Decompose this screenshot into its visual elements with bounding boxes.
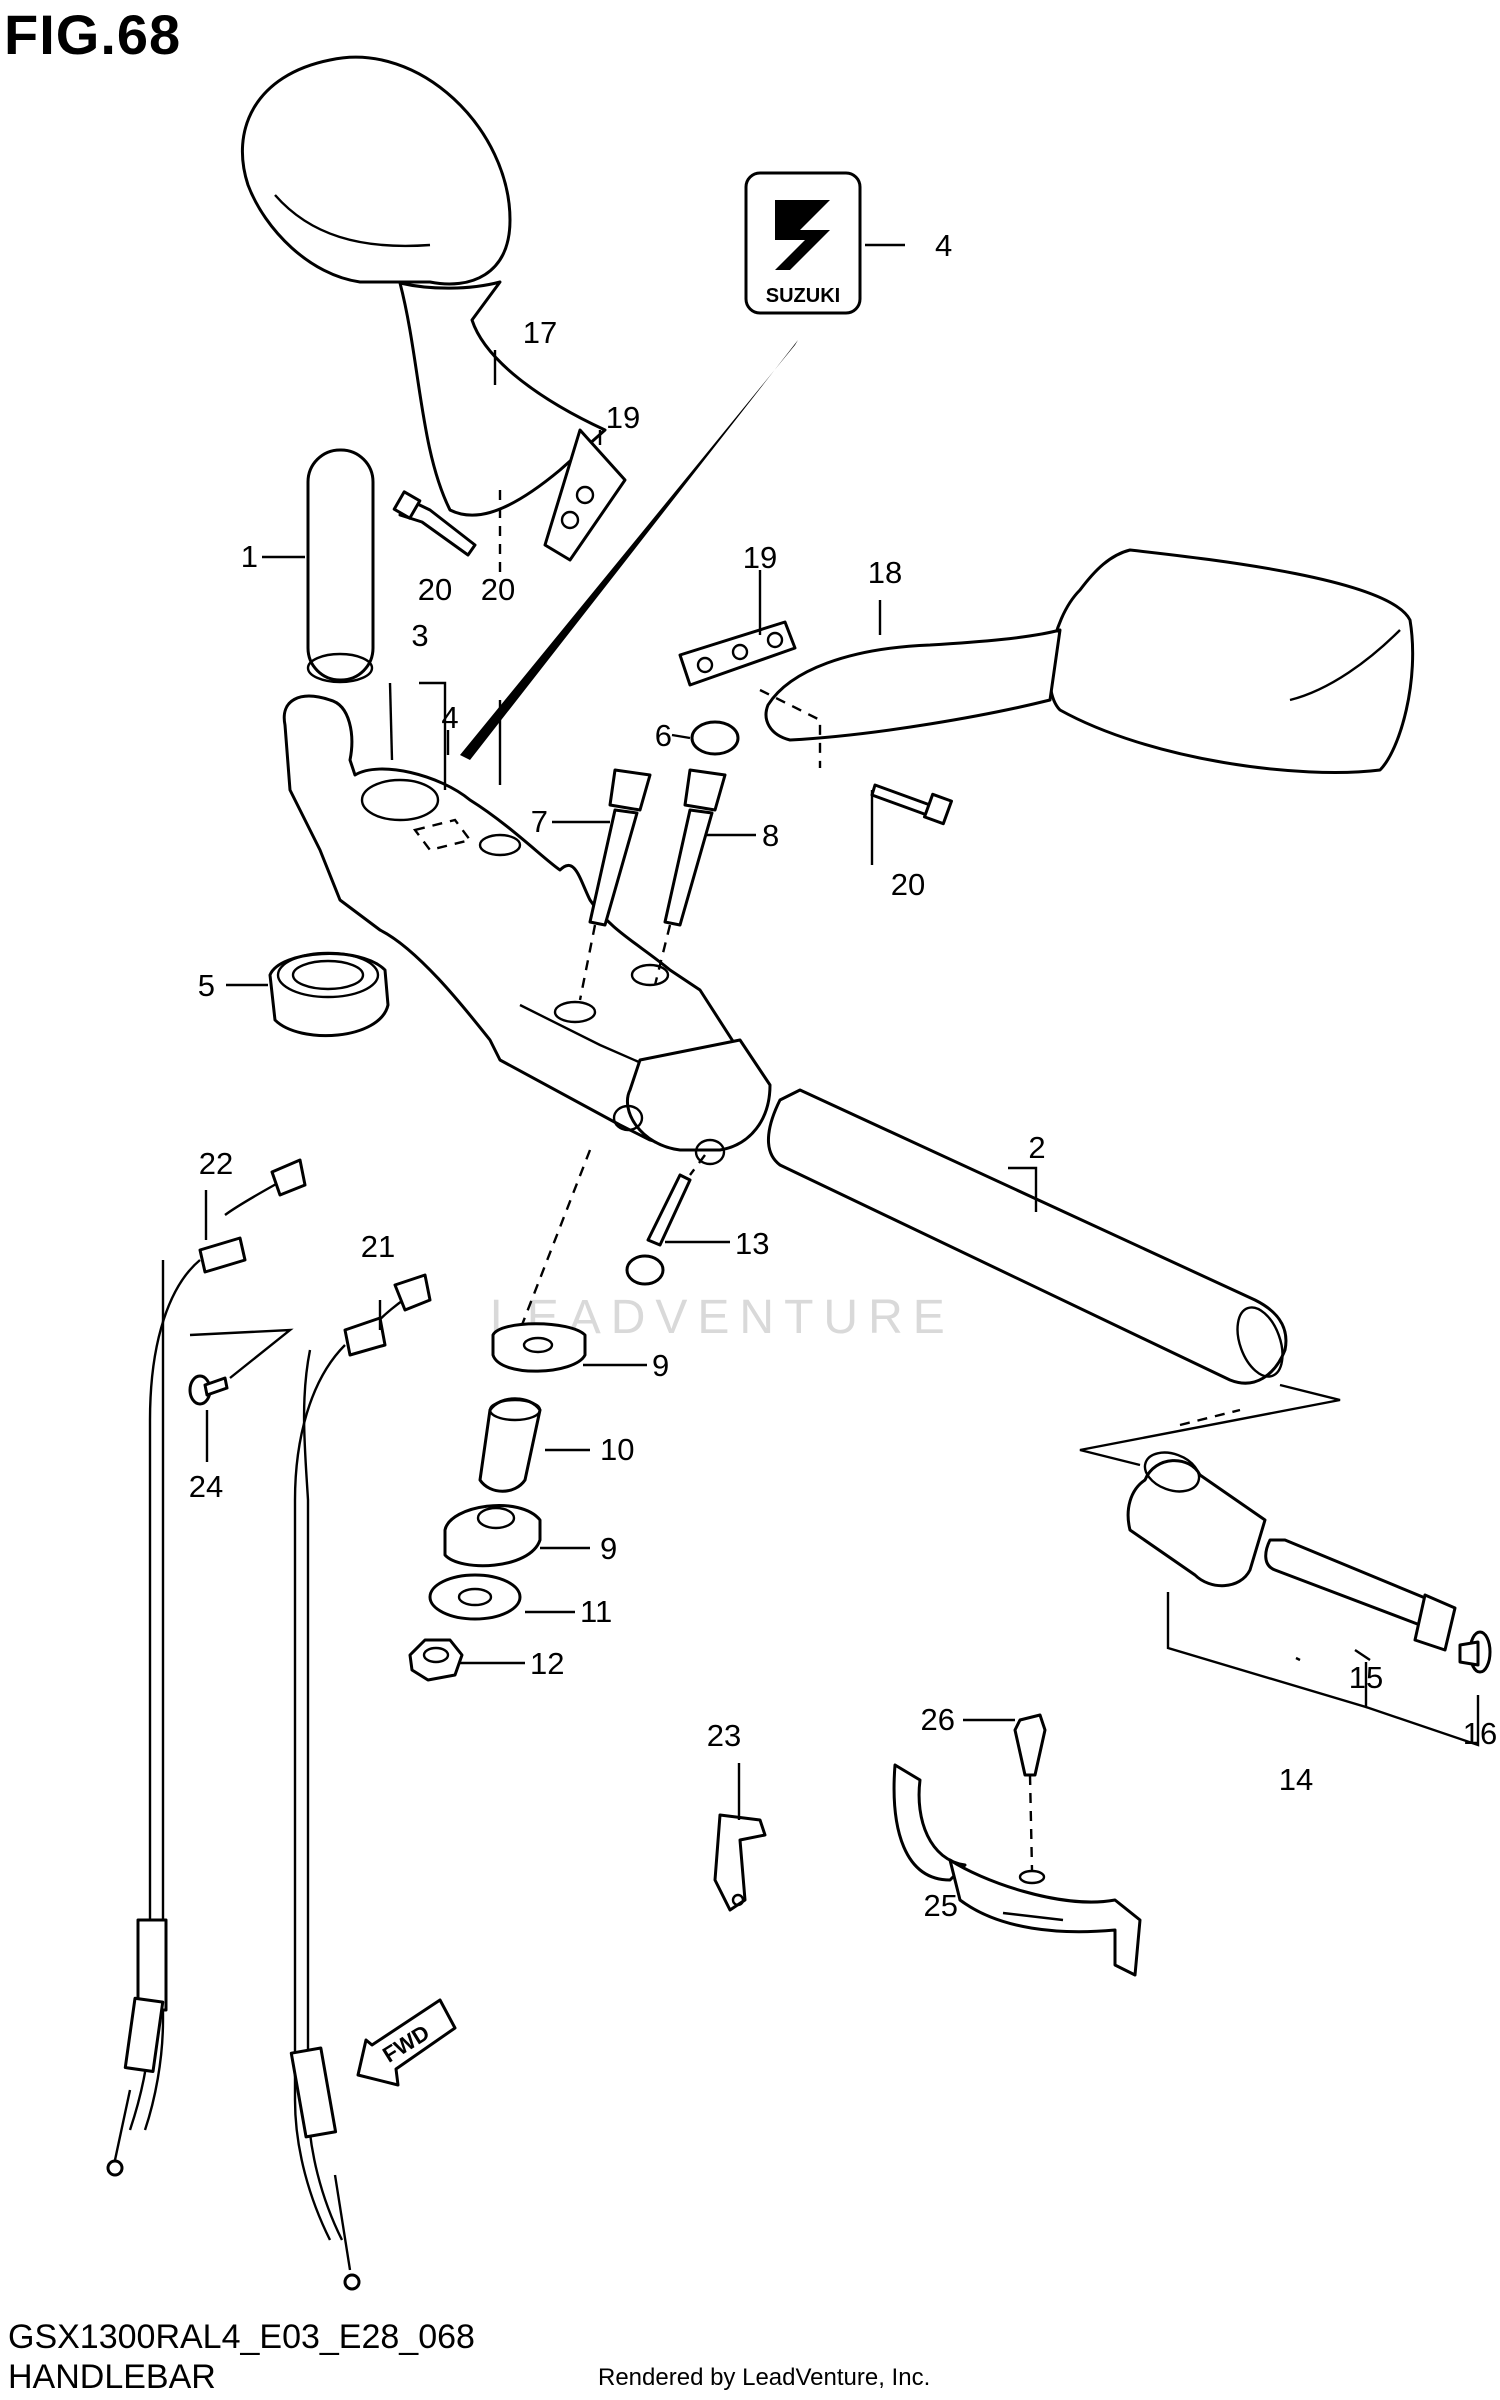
callout-15: 15: [1349, 1660, 1383, 1695]
washer: [428, 1573, 522, 1621]
assembly-line: [518, 1149, 592, 1331]
callout-2: 2: [1028, 1130, 1045, 1165]
callout-19a: 19: [606, 400, 640, 435]
callout-6: 6: [655, 718, 672, 753]
callout-1: 1: [241, 539, 258, 574]
callout-19b: 19: [743, 540, 777, 575]
callout-10: 10: [600, 1432, 634, 1467]
callout-20b: 20: [891, 867, 925, 902]
callout-20c: 20: [481, 572, 515, 607]
cable-screw: [188, 1328, 294, 1406]
dust-seal: [268, 951, 390, 1038]
callout-17: 17: [523, 315, 557, 350]
bolt-7: [578, 768, 652, 1001]
callout-numbers: 1 2 3 4 4 5 6 7 8 9 9 10 11 12 13 14 15 …: [189, 228, 1497, 1923]
callout-4a: 4: [935, 228, 952, 263]
callout-18: 18: [868, 555, 902, 590]
left-mirror: [240, 55, 607, 575]
callout-25: 25: [924, 1888, 958, 1923]
callout-13: 13: [735, 1226, 769, 1261]
right-mirror-bolt: [870, 783, 954, 826]
upper-cushion: [491, 1322, 587, 1373]
collar: [478, 1397, 542, 1493]
throttle-cable-22: [106, 1158, 307, 2177]
lower-cushion: [443, 1504, 542, 1568]
bolt-8: [653, 768, 727, 986]
callout-7: 7: [531, 804, 548, 839]
emblem-label: SUZUKI: [766, 285, 840, 307]
callout-21: 21: [361, 1229, 395, 1264]
callout-22: 22: [199, 1146, 233, 1181]
handlebar-holder: [282, 694, 747, 1146]
callout-26: 26: [921, 1702, 955, 1737]
right-mirror-bracket: [678, 620, 797, 687]
balancer-cap: [1458, 1630, 1492, 1674]
figure-name: HANDLEBAR: [8, 2358, 216, 2396]
left-mirror-bracket: [543, 428, 627, 562]
forward-arrow: FWD: [356, 1998, 457, 2087]
callout-4b: 4: [441, 700, 458, 735]
callout-3: 3: [411, 618, 428, 653]
callout-12: 12: [530, 1646, 564, 1681]
callout-9b: 9: [600, 1531, 617, 1566]
callout-20a: 20: [418, 572, 452, 607]
figure-code: GSX1300RAL4_E03_E28_068: [8, 2318, 475, 2356]
left-mirror-bolt: [392, 490, 477, 557]
callout-23: 23: [707, 1718, 741, 1753]
throttle-cable-21: [289, 1273, 432, 2291]
balancer-bolt: [1264, 1538, 1457, 1652]
nut: [408, 1638, 464, 1682]
callout-16: 16: [1463, 1716, 1497, 1751]
right-mirror: [759, 548, 1415, 774]
leader-lines: [204, 243, 1480, 1922]
callout-9a: 9: [652, 1348, 669, 1383]
suzuki-emblem: SUZUKI: [460, 171, 862, 760]
clamp-bolt: [625, 1154, 706, 1286]
callout-5: 5: [198, 968, 215, 1003]
callout-14: 14: [1279, 1762, 1313, 1797]
callout-24: 24: [189, 1469, 223, 1504]
callout-11: 11: [580, 1594, 612, 1629]
clip-bracket: [713, 1813, 767, 1912]
rendered-by-credit: Rendered by LeadVenture, Inc.: [598, 2364, 931, 2391]
cap: [690, 720, 740, 756]
cable-guide-bracket: [892, 1713, 1142, 1977]
handlebar-balancer: [1126, 1451, 1267, 1588]
figure-title: FIG.68: [4, 3, 182, 66]
callout-8: 8: [762, 818, 779, 853]
handle-grip: [306, 448, 375, 684]
handlebar-pipe: [612, 1038, 1341, 1467]
